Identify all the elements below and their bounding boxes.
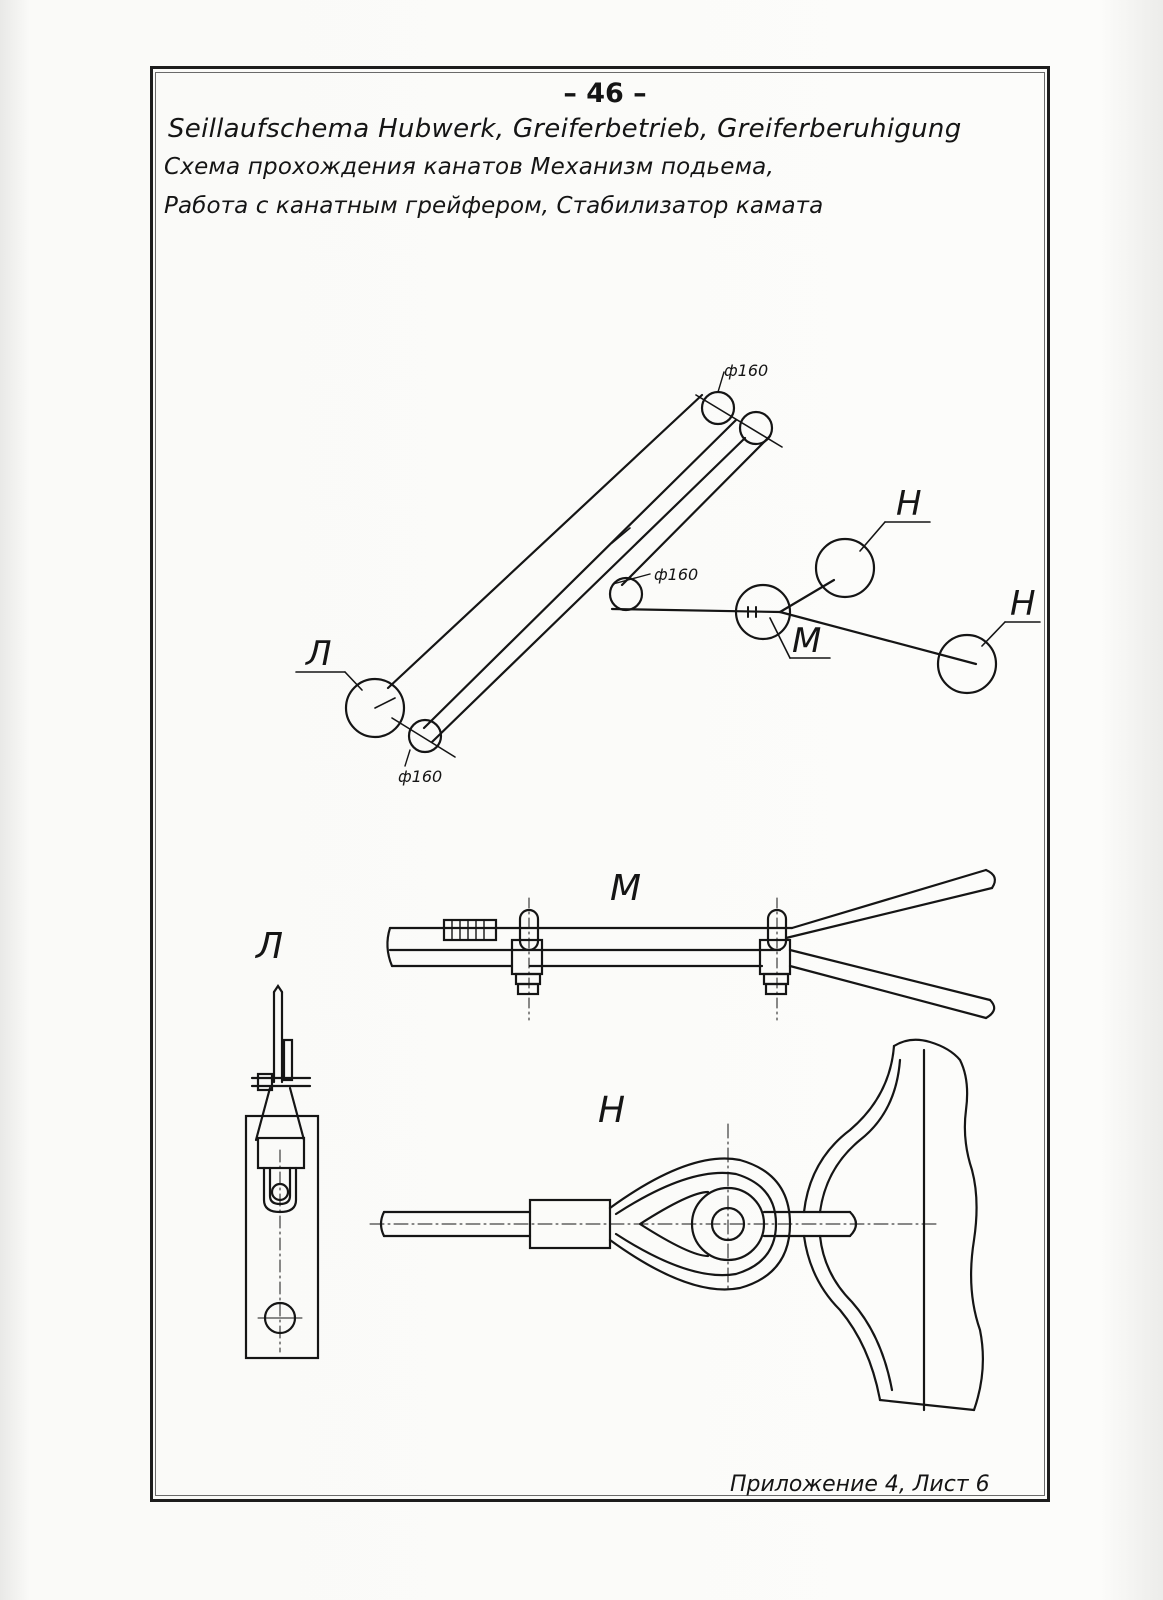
- lower-sheave: [407, 718, 443, 754]
- detail-L-title: Л: [254, 926, 283, 967]
- label-N2-schematic: Н: [1010, 584, 1036, 624]
- drawing-frame-inner: [155, 72, 1045, 1496]
- detail-L: Л: [244, 926, 320, 1360]
- title-german: Seillaufschema Hubwerk, Greiferbetrieb, …: [168, 114, 962, 144]
- reeving-schematic: ф160 ф160 ф160 Л Н Н М: [295, 361, 1041, 786]
- drawing-frame: [150, 66, 1050, 1502]
- label-M-schematic: М: [792, 621, 821, 661]
- point-L-circle: [344, 677, 406, 739]
- dia-label-bottom: ф160: [398, 767, 442, 786]
- detail-M-title: М: [610, 868, 641, 909]
- page-number: – 46 –: [563, 78, 647, 109]
- dia-label-top: ф160: [724, 361, 768, 380]
- label-N1-schematic: Н: [896, 484, 922, 524]
- detail-M: М: [386, 868, 996, 1021]
- title-russian-line-2: Работа с канатным грейфером, Стабилизато…: [164, 193, 824, 219]
- point-N1-circle: [814, 537, 876, 599]
- detail-N: Н: [369, 1038, 984, 1412]
- point-M-circle: [734, 583, 792, 641]
- point-N2-circle: [936, 633, 998, 695]
- footer-sheet-ref: Приложение 4, Лист 6: [730, 1472, 990, 1497]
- title-russian-line-1: Схема прохождения канатов Механизм подье…: [164, 154, 774, 180]
- label-L-schematic: Л: [304, 634, 332, 674]
- detail-N-title: Н: [598, 1090, 625, 1131]
- dia-label-mid: ф160: [654, 565, 698, 584]
- upper-sheave-2: [738, 410, 774, 446]
